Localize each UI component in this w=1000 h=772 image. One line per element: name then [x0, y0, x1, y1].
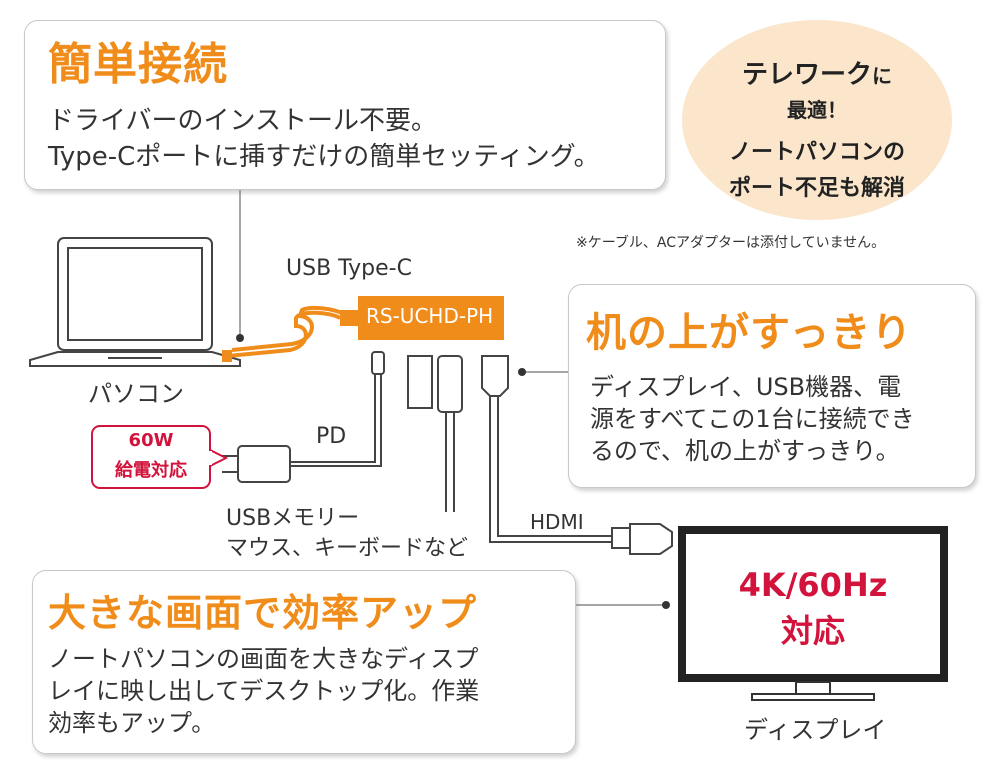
desk-tidy-box: [568, 284, 976, 488]
hub-plug: [340, 310, 360, 326]
product-name-label: RS-UCHD-PH: [366, 304, 494, 328]
desk-tidy-line-1: ディスプレイ、USB機器、電: [590, 373, 902, 401]
big-screen-leader-dot: [662, 601, 670, 609]
display-label: ディスプレイ: [744, 716, 887, 744]
big-screen-title: 大きな画面で効率アップ: [48, 591, 478, 635]
easy-connect-leader-dot: [236, 334, 244, 342]
usb-type-c-label: USB Type-C: [286, 256, 412, 281]
big-screen-line-2: レイに映し出してデスクトップ化。作業: [48, 677, 480, 705]
badge-60w: 60W: [128, 430, 174, 451]
easy-connect-box: [24, 20, 666, 190]
usb-devices-label-1: USBメモリー: [226, 506, 360, 531]
telework-word: テレワーク: [741, 60, 872, 90]
desk-tidy-title: 机の上がすっきり: [586, 310, 913, 356]
hdmi-label: HDMI: [530, 510, 584, 534]
desk-tidy-line-3: るので、机の上がすっきり。: [590, 437, 900, 465]
easy-connect-title: 簡単接続: [48, 39, 228, 90]
power-badge: [91, 425, 229, 489]
telework-line-2: 最適！: [787, 98, 847, 122]
display-icon: [678, 526, 948, 701]
display-spec-line-1: 4K/60Hz: [738, 566, 888, 604]
badge-power-support: 給電対応: [115, 460, 187, 481]
usb-devices-label-2: マウス、キーボードなど: [226, 536, 469, 561]
power-adapter-icon: [222, 445, 291, 483]
big-screen-box: [32, 570, 576, 754]
desk-tidy-leader-dot: [518, 368, 526, 376]
laptop-icon: [29, 237, 241, 367]
laptop-label: パソコン: [88, 380, 184, 408]
easy-connect-line-2: Type-Cポートに挿すだけの簡単セッティング。: [48, 142, 600, 172]
telework-line-3: ノートパソコンの: [728, 140, 905, 165]
easy-connect-line-1: ドライバーのインストール不要。: [48, 106, 437, 136]
port-cables: [290, 351, 673, 555]
display-spec-line-2: 対応: [780, 612, 845, 650]
telework-particle: に: [872, 64, 892, 88]
telework-bubble: [682, 20, 952, 220]
telework-line-1: テレワークに: [0, 54, 1000, 91]
pd-label: PD: [316, 424, 347, 449]
usb-c-connector: [222, 350, 232, 362]
desk-tidy-line-2: 源をすべてこの1台に接続でき: [590, 405, 915, 433]
big-screen-line-1: ノートパソコンの画面を大きなディスプ: [48, 645, 479, 673]
note-text: ※ケーブル、ACアダプターは添付していません。: [576, 235, 886, 251]
usb-c-cable: [227, 305, 345, 358]
big-screen-line-3: 効率もアップ。: [48, 709, 216, 737]
telework-line-4: ポート不足も解消: [728, 176, 905, 201]
hub-body: [358, 296, 504, 340]
